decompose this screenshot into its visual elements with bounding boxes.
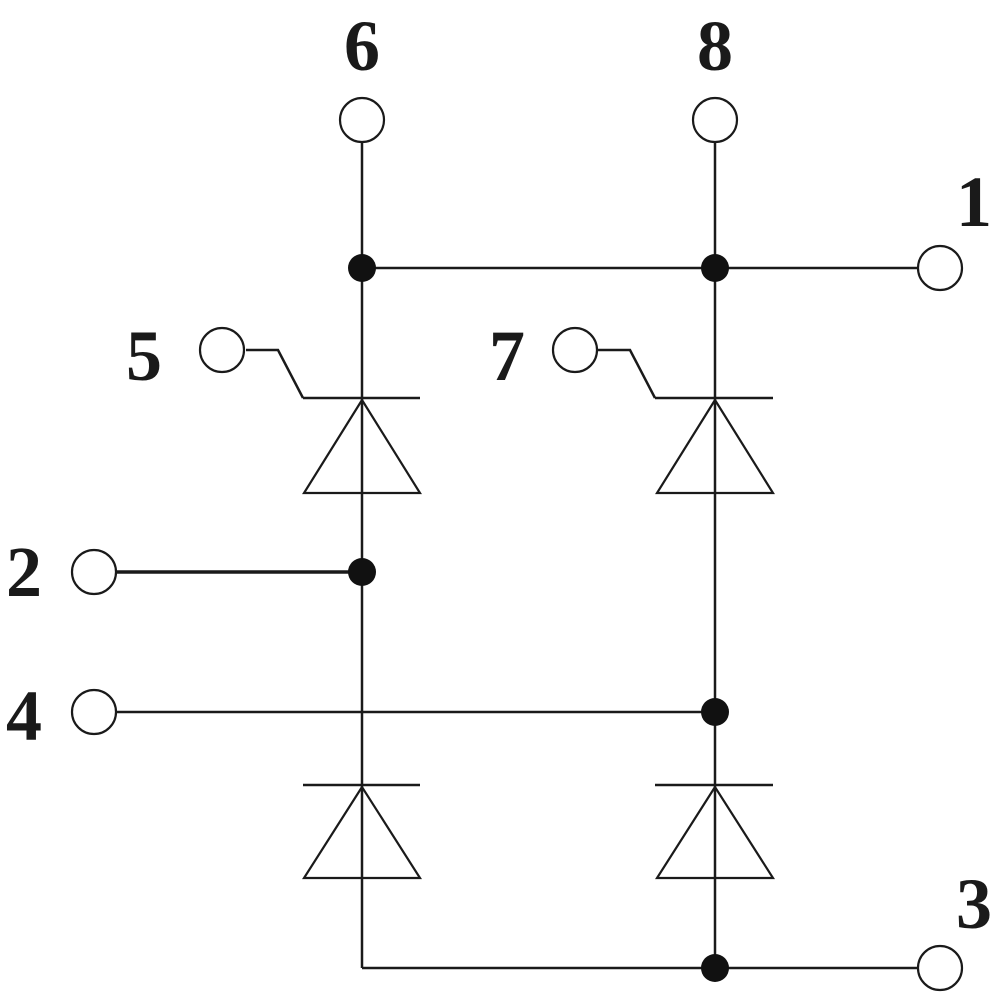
pin-label-8: 8 — [697, 6, 733, 86]
junction-pin2 — [348, 558, 376, 586]
terminal-7 — [551, 326, 599, 374]
thyristor-left-triangle — [302, 397, 422, 495]
pin-label-7: 7 — [489, 316, 525, 396]
pin-label-5: 5 — [126, 316, 162, 396]
diode-right-triangle — [654, 784, 776, 880]
terminal-4 — [70, 688, 118, 736]
junction-top-right — [701, 254, 729, 282]
terminal-5 — [198, 326, 246, 374]
diode-left-triangle — [301, 784, 423, 880]
terminal-3 — [916, 944, 964, 992]
junction-bottom-right — [701, 954, 729, 982]
pin-label-3: 3 — [956, 864, 992, 944]
junction-top-left — [348, 254, 376, 282]
junctions — [348, 254, 729, 982]
terminals — [70, 96, 964, 992]
pin-label-4: 4 — [6, 676, 42, 756]
thyristor-right — [655, 396, 775, 495]
wires — [116, 142, 918, 970]
terminal-8 — [691, 96, 739, 144]
diode-left — [301, 783, 423, 880]
pin-label-6: 6 — [344, 6, 380, 86]
junction-pin4 — [701, 698, 729, 726]
wire-gate5 — [246, 348, 305, 399]
terminal-6 — [338, 96, 386, 144]
diode-right — [654, 783, 776, 880]
terminal-2 — [70, 548, 118, 596]
thyristor-right-triangle — [655, 397, 775, 495]
pin-labels: 6 8 1 5 7 2 4 3 — [6, 6, 992, 944]
thyristor-left — [302, 396, 422, 495]
pin-label-2: 2 — [6, 532, 42, 612]
terminal-1 — [916, 244, 964, 292]
wire-gate7 — [598, 348, 657, 399]
pin-label-1: 1 — [956, 162, 992, 242]
